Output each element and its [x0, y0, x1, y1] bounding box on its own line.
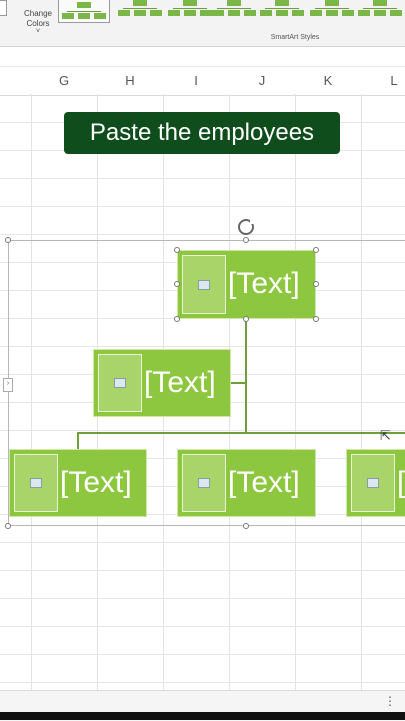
shape-resize-handle[interactable]: [174, 247, 180, 253]
image-icon: [198, 478, 210, 488]
shape-resize-handle[interactable]: [313, 247, 319, 253]
smartart-style-4[interactable]: [212, 0, 256, 18]
screen-bottom-edge: [0, 712, 405, 720]
grid-line: [295, 94, 296, 690]
shape-resize-handle[interactable]: [174, 281, 180, 287]
smartart-style-5[interactable]: [260, 0, 304, 18]
grid-line: [0, 234, 405, 235]
smartart-style-7[interactable]: [358, 0, 402, 18]
org-node-assistant[interactable]: [Text]: [93, 349, 231, 417]
grid-line: [0, 542, 405, 543]
smartart-style-6[interactable]: [310, 0, 354, 18]
frame-resize-handle[interactable]: [243, 523, 249, 529]
column-header-h[interactable]: H: [125, 73, 135, 88]
change-colors-label: Change Colors: [23, 9, 53, 28]
smartart-styles-group-label: SmartArt Styles: [270, 34, 320, 41]
grid-line: [0, 598, 405, 599]
grid-line: [0, 654, 405, 655]
grid-line: [31, 94, 32, 690]
smartart-style-1[interactable]: [58, 0, 110, 23]
shape-resize-handle[interactable]: [243, 316, 249, 322]
connector-line: [77, 432, 79, 450]
column-header-j[interactable]: J: [258, 73, 266, 88]
shape-resize-handle[interactable]: [174, 316, 180, 322]
picture-placeholder[interactable]: [182, 454, 226, 512]
picture-placeholder[interactable]: [98, 354, 142, 412]
org-node-top[interactable]: [Text]: [177, 250, 316, 319]
node-text[interactable]: [Text]: [144, 366, 216, 399]
column-header-g[interactable]: G: [58, 73, 70, 88]
image-icon: [198, 279, 210, 290]
image-icon: [114, 378, 126, 388]
node-text[interactable]: [Text]: [397, 466, 405, 499]
column-header-l[interactable]: L: [390, 73, 398, 88]
frame-resize-handle[interactable]: [5, 237, 11, 243]
org-node-child-2[interactable]: [Text]: [177, 449, 316, 517]
smartart-style-3[interactable]: [168, 0, 212, 18]
ribbon: Change Colors ˅: [0, 0, 405, 47]
smartart-style-2[interactable]: [118, 0, 162, 18]
node-text[interactable]: [Text]: [60, 466, 132, 499]
text-pane-toggle[interactable]: ›: [3, 378, 13, 392]
chevron-down-icon: ˅: [35, 28, 41, 35]
column-headers: G H I J K L: [0, 66, 405, 96]
grid-line: [0, 682, 405, 683]
org-chart-thumbnail-icon: [62, 2, 106, 20]
palette-icon: [29, 4, 47, 8]
grid-line: [361, 94, 362, 690]
grid-line: [0, 430, 405, 431]
connector-line: [77, 432, 405, 434]
frame-resize-handle[interactable]: [243, 237, 249, 243]
mouse-cursor-icon: ⇱: [380, 428, 391, 443]
org-node-child-1[interactable]: [Text]: [9, 449, 147, 517]
connector-line: [230, 382, 246, 384]
caption-banner: Paste the employees: [64, 112, 340, 154]
grid-line: [0, 178, 405, 179]
shape-resize-handle[interactable]: [313, 281, 319, 287]
shape-resize-handle[interactable]: [313, 316, 319, 322]
node-text[interactable]: [Text]: [228, 466, 300, 499]
image-icon: [367, 478, 379, 488]
grid-line: [0, 206, 405, 207]
ribbon-edge-control[interactable]: [0, 0, 7, 16]
grid-line: [0, 626, 405, 627]
rotate-handle-icon[interactable]: [238, 219, 255, 235]
picture-placeholder[interactable]: [351, 454, 395, 512]
column-header-i[interactable]: I: [194, 73, 198, 88]
picture-placeholder[interactable]: [182, 255, 226, 314]
picture-placeholder[interactable]: [14, 454, 58, 512]
more-options-icon[interactable]: ⋮: [384, 694, 396, 708]
change-colors-button[interactable]: Change Colors ˅: [16, 4, 60, 35]
image-icon: [30, 478, 42, 488]
org-node-child-3[interactable]: [Text]: [346, 449, 405, 517]
node-text[interactable]: [Text]: [228, 267, 300, 300]
grid-line: [0, 570, 405, 571]
frame-resize-handle[interactable]: [5, 523, 11, 529]
column-header-k[interactable]: K: [323, 73, 333, 88]
connector-line: [245, 318, 247, 433]
grid-line: [0, 346, 405, 347]
